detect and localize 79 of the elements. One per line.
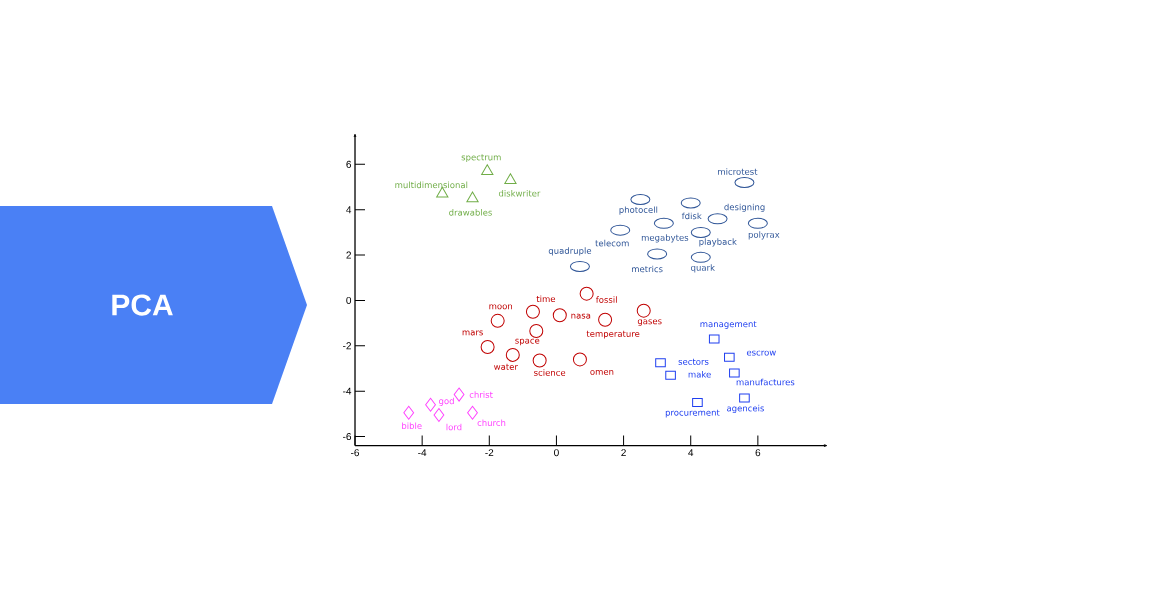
annotation: fossil [595, 296, 617, 303]
annotation: polyrax [748, 231, 780, 240]
point [724, 352, 735, 362]
point [572, 352, 587, 367]
point [466, 191, 479, 203]
annotation: agenceis [726, 404, 764, 414]
point [453, 387, 465, 402]
point [532, 353, 547, 368]
y-tick-label: -4 [343, 387, 352, 395]
annotation: nasa [571, 313, 591, 319]
annotation: fdisk [681, 212, 702, 220]
annotation: god [439, 397, 454, 406]
annotation: make [688, 371, 711, 378]
point [552, 308, 567, 323]
annotation: water [494, 363, 518, 370]
point [481, 164, 494, 175]
x-tick-label: 2 [621, 449, 626, 457]
annotation: procurement [665, 409, 720, 418]
annotation: quark [691, 264, 715, 273]
annotation: science [534, 369, 566, 376]
y-tick-label: 4 [346, 206, 352, 214]
annotation: photocell [619, 206, 658, 215]
annotation: management [700, 321, 757, 329]
annotation: moon [489, 304, 512, 310]
point [490, 313, 505, 328]
annotation: megabytes [641, 234, 689, 243]
annotation: christ [469, 391, 493, 398]
annotation: mars [462, 330, 483, 336]
x-tick-label: 6 [755, 449, 761, 457]
annotation: gases [637, 319, 662, 326]
annotation: drawables [449, 209, 492, 216]
annotation: spectrum [461, 154, 501, 163]
arrow-banner: PCA [0, 206, 307, 404]
y-tick-label: 6 [346, 160, 352, 168]
x-tick-label: 4 [688, 449, 694, 457]
annotation: multidimensional [395, 181, 468, 189]
annotation: metrics [632, 265, 663, 273]
annotation: bible [402, 422, 422, 430]
point [739, 393, 750, 403]
x-tick-label: -4 [418, 449, 427, 457]
y-tick-label: 2 [346, 251, 351, 259]
x-tick-label: 0 [554, 449, 559, 457]
annotation: lord [446, 423, 462, 431]
annotation: telecom [595, 239, 629, 247]
point [403, 405, 415, 420]
annotation: temperature [586, 330, 640, 339]
annotation: sectors [678, 358, 709, 365]
point [708, 334, 720, 344]
annotation: playback [699, 238, 737, 247]
point [504, 173, 517, 184]
annotation: escrow [746, 350, 776, 356]
point [665, 370, 676, 380]
point [636, 303, 651, 318]
annotation: microtest [718, 168, 758, 175]
annotation: quadruple [548, 247, 592, 256]
point [505, 347, 520, 362]
y-tick-label: -6 [343, 433, 352, 441]
point [425, 397, 436, 412]
x-tick-label: -6 [351, 449, 360, 457]
annotation: space [515, 338, 540, 346]
y-tick-label: 0 [346, 296, 352, 304]
point [480, 339, 495, 354]
y-tick-label: -2 [343, 342, 351, 350]
point [529, 324, 544, 339]
annotation: church [477, 419, 506, 427]
annotation: diskwriter [498, 189, 541, 197]
point [655, 358, 666, 368]
point [433, 407, 445, 422]
point [467, 405, 478, 420]
point [525, 304, 540, 319]
annotation: time [536, 295, 556, 303]
point [598, 312, 613, 327]
annotation: designing [724, 203, 765, 212]
point [579, 286, 594, 301]
point [692, 398, 703, 408]
x-tick-label: -2 [485, 449, 494, 457]
annotation: omen [590, 369, 614, 375]
annotation: manufactures [736, 378, 795, 386]
point [729, 368, 740, 378]
